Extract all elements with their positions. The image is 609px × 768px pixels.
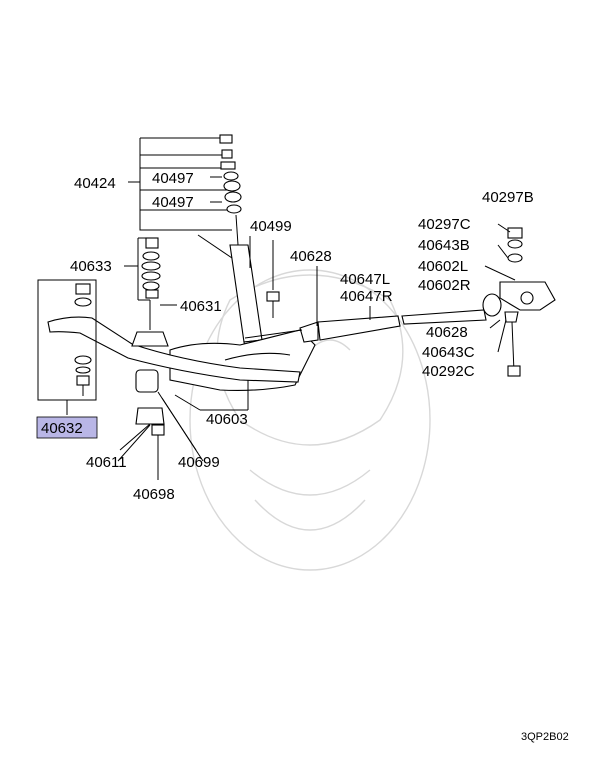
label-40633[interactable]: 40633 [70, 258, 112, 275]
label-40499[interactable]: 40499 [250, 218, 292, 235]
label-40628-upper[interactable]: 40628 [290, 248, 332, 265]
label-40602r[interactable]: 40602R [418, 277, 471, 294]
strut-bar-40647 [299, 266, 487, 343]
label-40603[interactable]: 40603 [206, 411, 248, 428]
strut-bracket-40602 [482, 227, 556, 377]
label-40424[interactable]: 40424 [74, 175, 116, 192]
label-40699[interactable]: 40699 [178, 454, 220, 471]
label-40647l[interactable]: 40647L [340, 271, 390, 288]
label-40632[interactable]: 40632 [41, 420, 83, 437]
leader-lines [117, 223, 511, 462]
link-kit-40633 [124, 237, 161, 301]
label-40643c[interactable]: 40643C [422, 344, 475, 361]
part-labels: 40424 40497 40497 40499 40628 40647L 406… [36, 170, 569, 743]
label-40297b[interactable]: 40297B [482, 189, 534, 206]
diagram-code: 3QP2B02 [521, 731, 569, 743]
label-40497-upper[interactable]: 40497 [152, 170, 194, 187]
link-assembly-40632 [37, 279, 97, 415]
bolt-40499 [266, 240, 280, 318]
label-40631[interactable]: 40631 [180, 298, 222, 315]
label-40611[interactable]: 40611 [86, 454, 127, 471]
label-40602l[interactable]: 40602L [418, 258, 468, 275]
label-40643b[interactable]: 40643B [418, 237, 470, 254]
stabilizer-bar-40603 [47, 316, 301, 411]
label-40647r[interactable]: 40647R [340, 288, 393, 305]
label-40292c[interactable]: 40292C [422, 363, 475, 380]
label-40297c[interactable]: 40297C [418, 216, 471, 233]
label-40628-lower[interactable]: 40628 [426, 324, 468, 341]
label-40497-lower[interactable]: 40497 [152, 194, 194, 211]
shock-absorber-assembly [128, 134, 263, 355]
highlight-box-40632 [36, 416, 98, 439]
bracket-40631 [131, 300, 177, 347]
label-40698[interactable]: 40698 [133, 486, 175, 503]
